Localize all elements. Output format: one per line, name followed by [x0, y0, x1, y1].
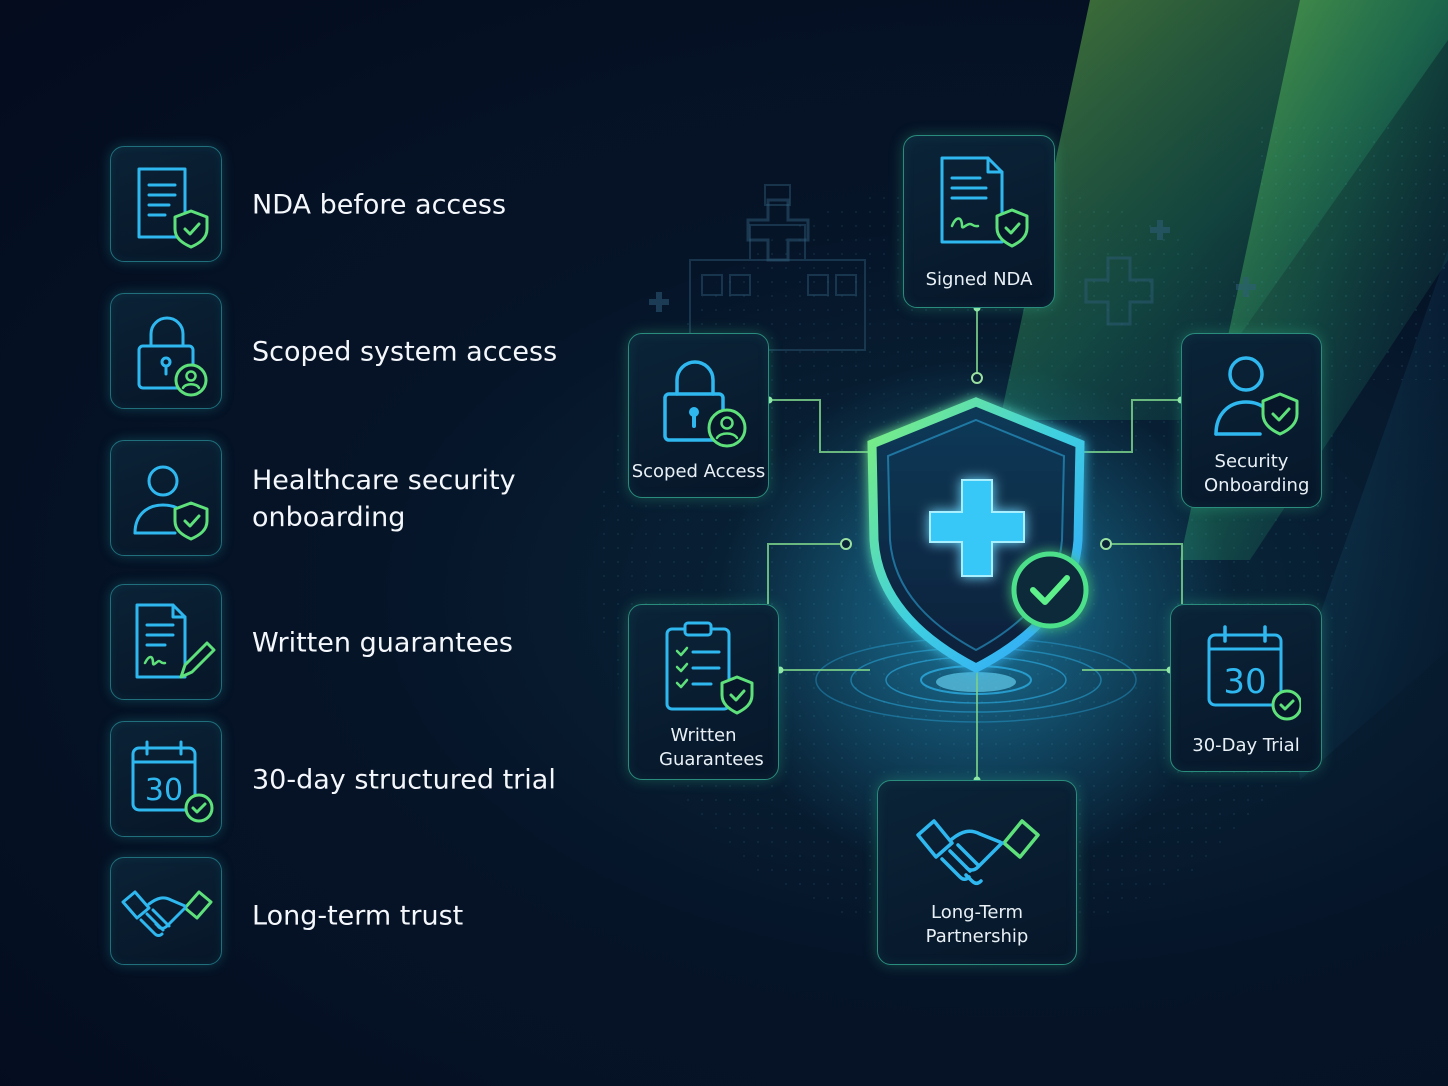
user-shield-icon — [133, 465, 209, 541]
icon-box: 30 — [110, 721, 222, 837]
list-label: Long-term trust — [252, 900, 464, 932]
list-item-written-guarantees: Written guarantees — [110, 584, 610, 702]
clipboard-check-shield-icon — [665, 621, 754, 715]
node-label: Security Onboarding — [1204, 451, 1310, 496]
handshake-icon — [121, 890, 213, 937]
node-label: Long-Term Partnership — [925, 902, 1029, 947]
icon-box — [110, 146, 222, 262]
icon-box — [110, 584, 222, 700]
node-label: Written Guarantees — [659, 725, 764, 770]
signed-document-shield-icon — [940, 156, 1029, 248]
document-pen-icon — [135, 603, 216, 679]
calendar-check-icon: 30 — [131, 740, 214, 823]
list-label: Scoped system access — [252, 336, 558, 368]
node-long-term-partnership: Long-Term Partnership — [877, 780, 1077, 965]
list-item-long-term-trust: Long-term trust — [110, 857, 610, 975]
lock-user-icon — [663, 360, 747, 448]
user-shield-icon — [1214, 356, 1299, 436]
node-label: Signed NDA — [925, 269, 1033, 290]
list-label: Written guarantees — [252, 627, 513, 659]
list-item-security-onboarding: Healthcare security onboarding — [110, 440, 610, 558]
node-signed-nda: Signed NDA — [903, 135, 1055, 308]
list-item-nda: NDA before access — [110, 146, 610, 264]
list-label: 30-day structured trial — [252, 764, 556, 796]
node-30-day-trial: 30 30-Day Trial — [1170, 604, 1322, 772]
node-security-onboarding: Security Onboarding — [1181, 333, 1322, 508]
calendar-number: 30 — [1223, 662, 1266, 702]
icon-box — [110, 440, 222, 556]
calendar-number: 30 — [145, 773, 183, 808]
handshake-icon — [916, 819, 1040, 885]
lock-user-icon — [137, 316, 208, 397]
icon-box — [110, 857, 222, 965]
node-scoped-access: Scoped Access — [628, 333, 769, 498]
icon-box — [110, 293, 222, 409]
calendar-check-icon: 30 — [1207, 625, 1301, 721]
node-label: 30-Day Trial — [1192, 735, 1300, 756]
list-label: NDA before access — [252, 189, 507, 221]
list-label: Healthcare security onboarding — [252, 465, 516, 533]
document-shield-icon — [137, 167, 209, 249]
list-item-trial: 30 30-day structured trial — [110, 721, 610, 839]
node-label: Scoped Access — [631, 461, 766, 482]
list-item-scoped-access: Scoped system access — [110, 293, 610, 411]
node-written-guarantees: Written Guarantees — [628, 604, 779, 780]
